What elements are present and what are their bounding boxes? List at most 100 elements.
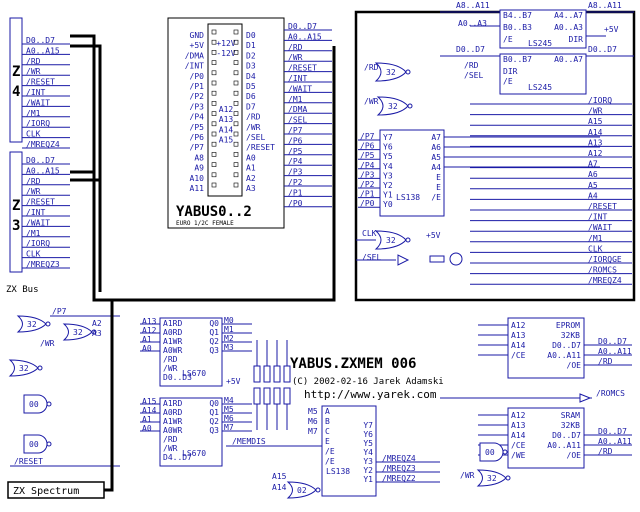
signal-m3: M3 xyxy=(224,343,234,352)
zx-signal-iorq: /IORQ xyxy=(26,119,50,128)
pin-pad xyxy=(211,101,217,106)
signal-wr: /WR xyxy=(40,339,55,348)
signal-wr: /WR xyxy=(460,471,475,480)
signal-a12: A12 xyxy=(142,326,157,335)
yabus-pin-p3: /P3 xyxy=(190,102,205,111)
pin-pad xyxy=(233,50,239,55)
pin-y2: Y2 xyxy=(363,466,373,475)
or-gate-32-a2a3-label: 32 xyxy=(73,328,83,337)
yabus-pin-d1: D1 xyxy=(246,41,256,50)
signal-m6: M6 xyxy=(224,414,234,423)
pin-pad xyxy=(233,131,239,137)
yabus-pin-p4: /P4 xyxy=(190,113,205,122)
resistor xyxy=(429,255,445,263)
zx-spectrum-label: ZX Spectrum xyxy=(13,486,79,497)
yabus-inner-a15: A15 xyxy=(219,136,234,145)
signal-memdis: /MEMDIS xyxy=(232,437,266,446)
yabus-signal-reset: /RESET xyxy=(288,64,317,73)
input-p4: /P4 xyxy=(360,161,375,170)
chip-name: SRAM xyxy=(561,411,580,420)
right-signal-wr: /WR xyxy=(588,107,603,116)
pin-pad xyxy=(211,70,217,76)
pin-pad xyxy=(211,111,217,116)
right-signal-mreqz4: /MREQZ4 xyxy=(588,276,622,285)
yabus-signal-d0-d7: D0..D7 xyxy=(288,22,317,31)
signal-a15: A15 xyxy=(272,472,287,481)
signal-sel: /SEL xyxy=(362,253,381,262)
yabus-signal-int: /INT xyxy=(288,74,307,83)
yabus-signal-wr: /WR xyxy=(288,53,303,62)
pin-a5: A5 xyxy=(431,153,441,162)
zx-bus-connector-4: Z 4 D0..D7A0..A15/RD/WR/RESET/INT/WAIT/M… xyxy=(9,17,70,149)
input-p2: /P2 xyxy=(360,180,375,189)
nand-gate-00-b: 00 xyxy=(23,434,52,454)
input-p3: /P3 xyxy=(360,170,375,179)
slot-4-letter: Z xyxy=(12,64,20,80)
pin-y1: Y1 xyxy=(383,191,393,200)
signal-a8-a11: A8..A11 xyxy=(588,1,622,10)
zx-signal-m1: /M1 xyxy=(26,109,41,118)
pin-q2: Q2 xyxy=(209,337,219,346)
yabus-pin-a0: A0 xyxy=(246,153,256,162)
yabus-pin-d2: D2 xyxy=(246,51,256,60)
pin-oe: /OE xyxy=(567,361,582,370)
ls245-a: B4..B7B0..B3/EA4..A7A0..A3DIRLS245A8..A1… xyxy=(440,1,634,49)
pin-a0-a11: A0..A11 xyxy=(547,441,581,450)
signal-a15: A15 xyxy=(142,397,157,406)
or-gate-32-clk: 32 xyxy=(374,230,411,250)
pin-a0rd: A0RD xyxy=(163,328,182,337)
pin-e: /E xyxy=(431,193,441,202)
input-p7: /P7 xyxy=(360,132,375,141)
yabus-signal-p7: /P7 xyxy=(288,126,303,135)
signal-mreqz2: /MREQZ2 xyxy=(382,474,416,483)
signal-rd: /RD xyxy=(598,447,613,456)
ls670-a: A1RDA0RDA1WRA0WR/RD/WRD0..D3A13A12A1A0Q0… xyxy=(140,316,252,387)
pin-pad xyxy=(211,172,217,178)
signal-mreqz4: /MREQZ4 xyxy=(382,454,416,463)
yabus-pin-p6: /P6 xyxy=(190,133,205,142)
signal-a13: A13 xyxy=(142,317,157,326)
pin-a7: A7 xyxy=(431,133,441,142)
zx-signal-wr: /WR xyxy=(26,187,41,196)
right-signal-m1: /M1 xyxy=(588,234,603,243)
signal-m1: M1 xyxy=(224,325,234,334)
yabus-pin-a2: A2 xyxy=(246,174,256,183)
copyright[interactable]: (C) 2002-02-16 Jarek Adamski xyxy=(292,377,444,387)
chip-name: LS670 xyxy=(182,449,206,458)
chip-name: EPROM xyxy=(556,321,580,330)
right-signal-a6: A6 xyxy=(588,170,598,179)
signal-a3: A3 xyxy=(92,329,102,338)
chip-name: LS138 xyxy=(326,467,350,476)
pin-q1: Q1 xyxy=(209,328,219,337)
pin-a0-a11: A0..A11 xyxy=(547,351,581,360)
resistor xyxy=(263,365,271,383)
url-link[interactable]: http://www.yarek.com xyxy=(304,388,437,401)
signal-romcs: /ROMCS xyxy=(596,389,625,398)
pin-pad xyxy=(233,90,239,96)
pin-dir: DIR xyxy=(503,67,518,76)
input-p1: /P1 xyxy=(360,190,375,199)
pin-pad xyxy=(211,131,217,137)
zx-signal-d0-d7: D0..D7 xyxy=(26,156,55,165)
zx-signal-int: /INT xyxy=(26,88,45,97)
or-gate-32-we-label: 32 xyxy=(487,474,497,483)
pin-y0: Y0 xyxy=(383,200,393,209)
pin-q0: Q0 xyxy=(209,399,219,408)
yabus-pin-d0: D0 xyxy=(246,31,256,40)
pin-pad xyxy=(211,152,217,157)
yabus-signal-p2: /P2 xyxy=(288,178,303,187)
pin-b4-b7: B4..B7 xyxy=(503,11,532,20)
pin-y4: Y4 xyxy=(363,448,373,457)
yabus-pin-int: /INT xyxy=(185,62,204,71)
yabus-signal-p3: /P3 xyxy=(288,168,303,177)
pin-d0-d7: D0..D7 xyxy=(552,341,581,350)
slot-3-letter: Z xyxy=(12,198,20,214)
nand-gate-00-c-label: 00 xyxy=(485,448,495,457)
pin-pad xyxy=(233,152,239,157)
chip-name: LS245 xyxy=(528,39,552,48)
vcc-label: +5V xyxy=(604,25,619,34)
signal-a2: A2 xyxy=(92,319,102,328)
pin-b0-b7: B0..B7 xyxy=(503,55,532,64)
right-signal-a12: A12 xyxy=(588,149,603,158)
